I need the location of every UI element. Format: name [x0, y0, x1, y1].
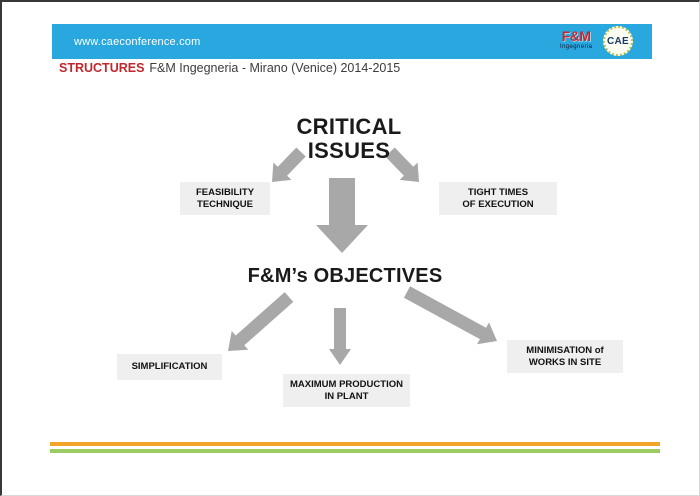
arrow-objectives-to-minimisation: [403, 286, 497, 345]
footer-rule-orange: [50, 442, 660, 446]
fm-logo-text: F&M: [561, 28, 591, 44]
box-simplification: SIMPLIFICATION: [117, 354, 222, 380]
title-text: F&M Ingegneria - Mirano (Venice) 2014-20…: [149, 61, 401, 75]
title-keyword: STRUCTURES: [59, 61, 145, 75]
arrow-objectives-to-max-production: [329, 308, 351, 365]
box-minimisation-of-works-in-site: MINIMISATION of WORKS IN SITE: [507, 340, 623, 373]
header-bar: www.caeconference.com F&M Ingegneria CAE: [52, 24, 652, 59]
conference-url: www.caeconference.com: [74, 35, 201, 48]
objectives-heading: F&M’s OBJECTIVES: [247, 265, 443, 287]
slide-title: STRUCTURES F&M Ingegneria - Mirano (Venic…: [59, 61, 400, 75]
critical-issues-heading: CRITICAL ISSUES: [296, 114, 402, 163]
fm-logo-subtext: Ingegneria: [560, 44, 593, 50]
cae-logo: CAE: [603, 26, 633, 56]
fm-ingegneria-logo: F&M Ingegneria: [560, 29, 592, 50]
box-maximum-production-in-plant: MAXIMUM PRODUCTION IN PLANT: [283, 374, 410, 407]
arrow-objectives-to-simplification: [228, 292, 294, 351]
box-tight-times-of-execution: TIGHT TIMES OF EXECUTION: [439, 182, 557, 215]
footer-rule-green: [50, 449, 660, 453]
arrow-critical-to-objectives: [316, 178, 368, 253]
cae-logo-text: CAE: [606, 35, 629, 47]
box-feasibility-technique: FEASIBILITY TECHNIQUE: [180, 182, 270, 215]
